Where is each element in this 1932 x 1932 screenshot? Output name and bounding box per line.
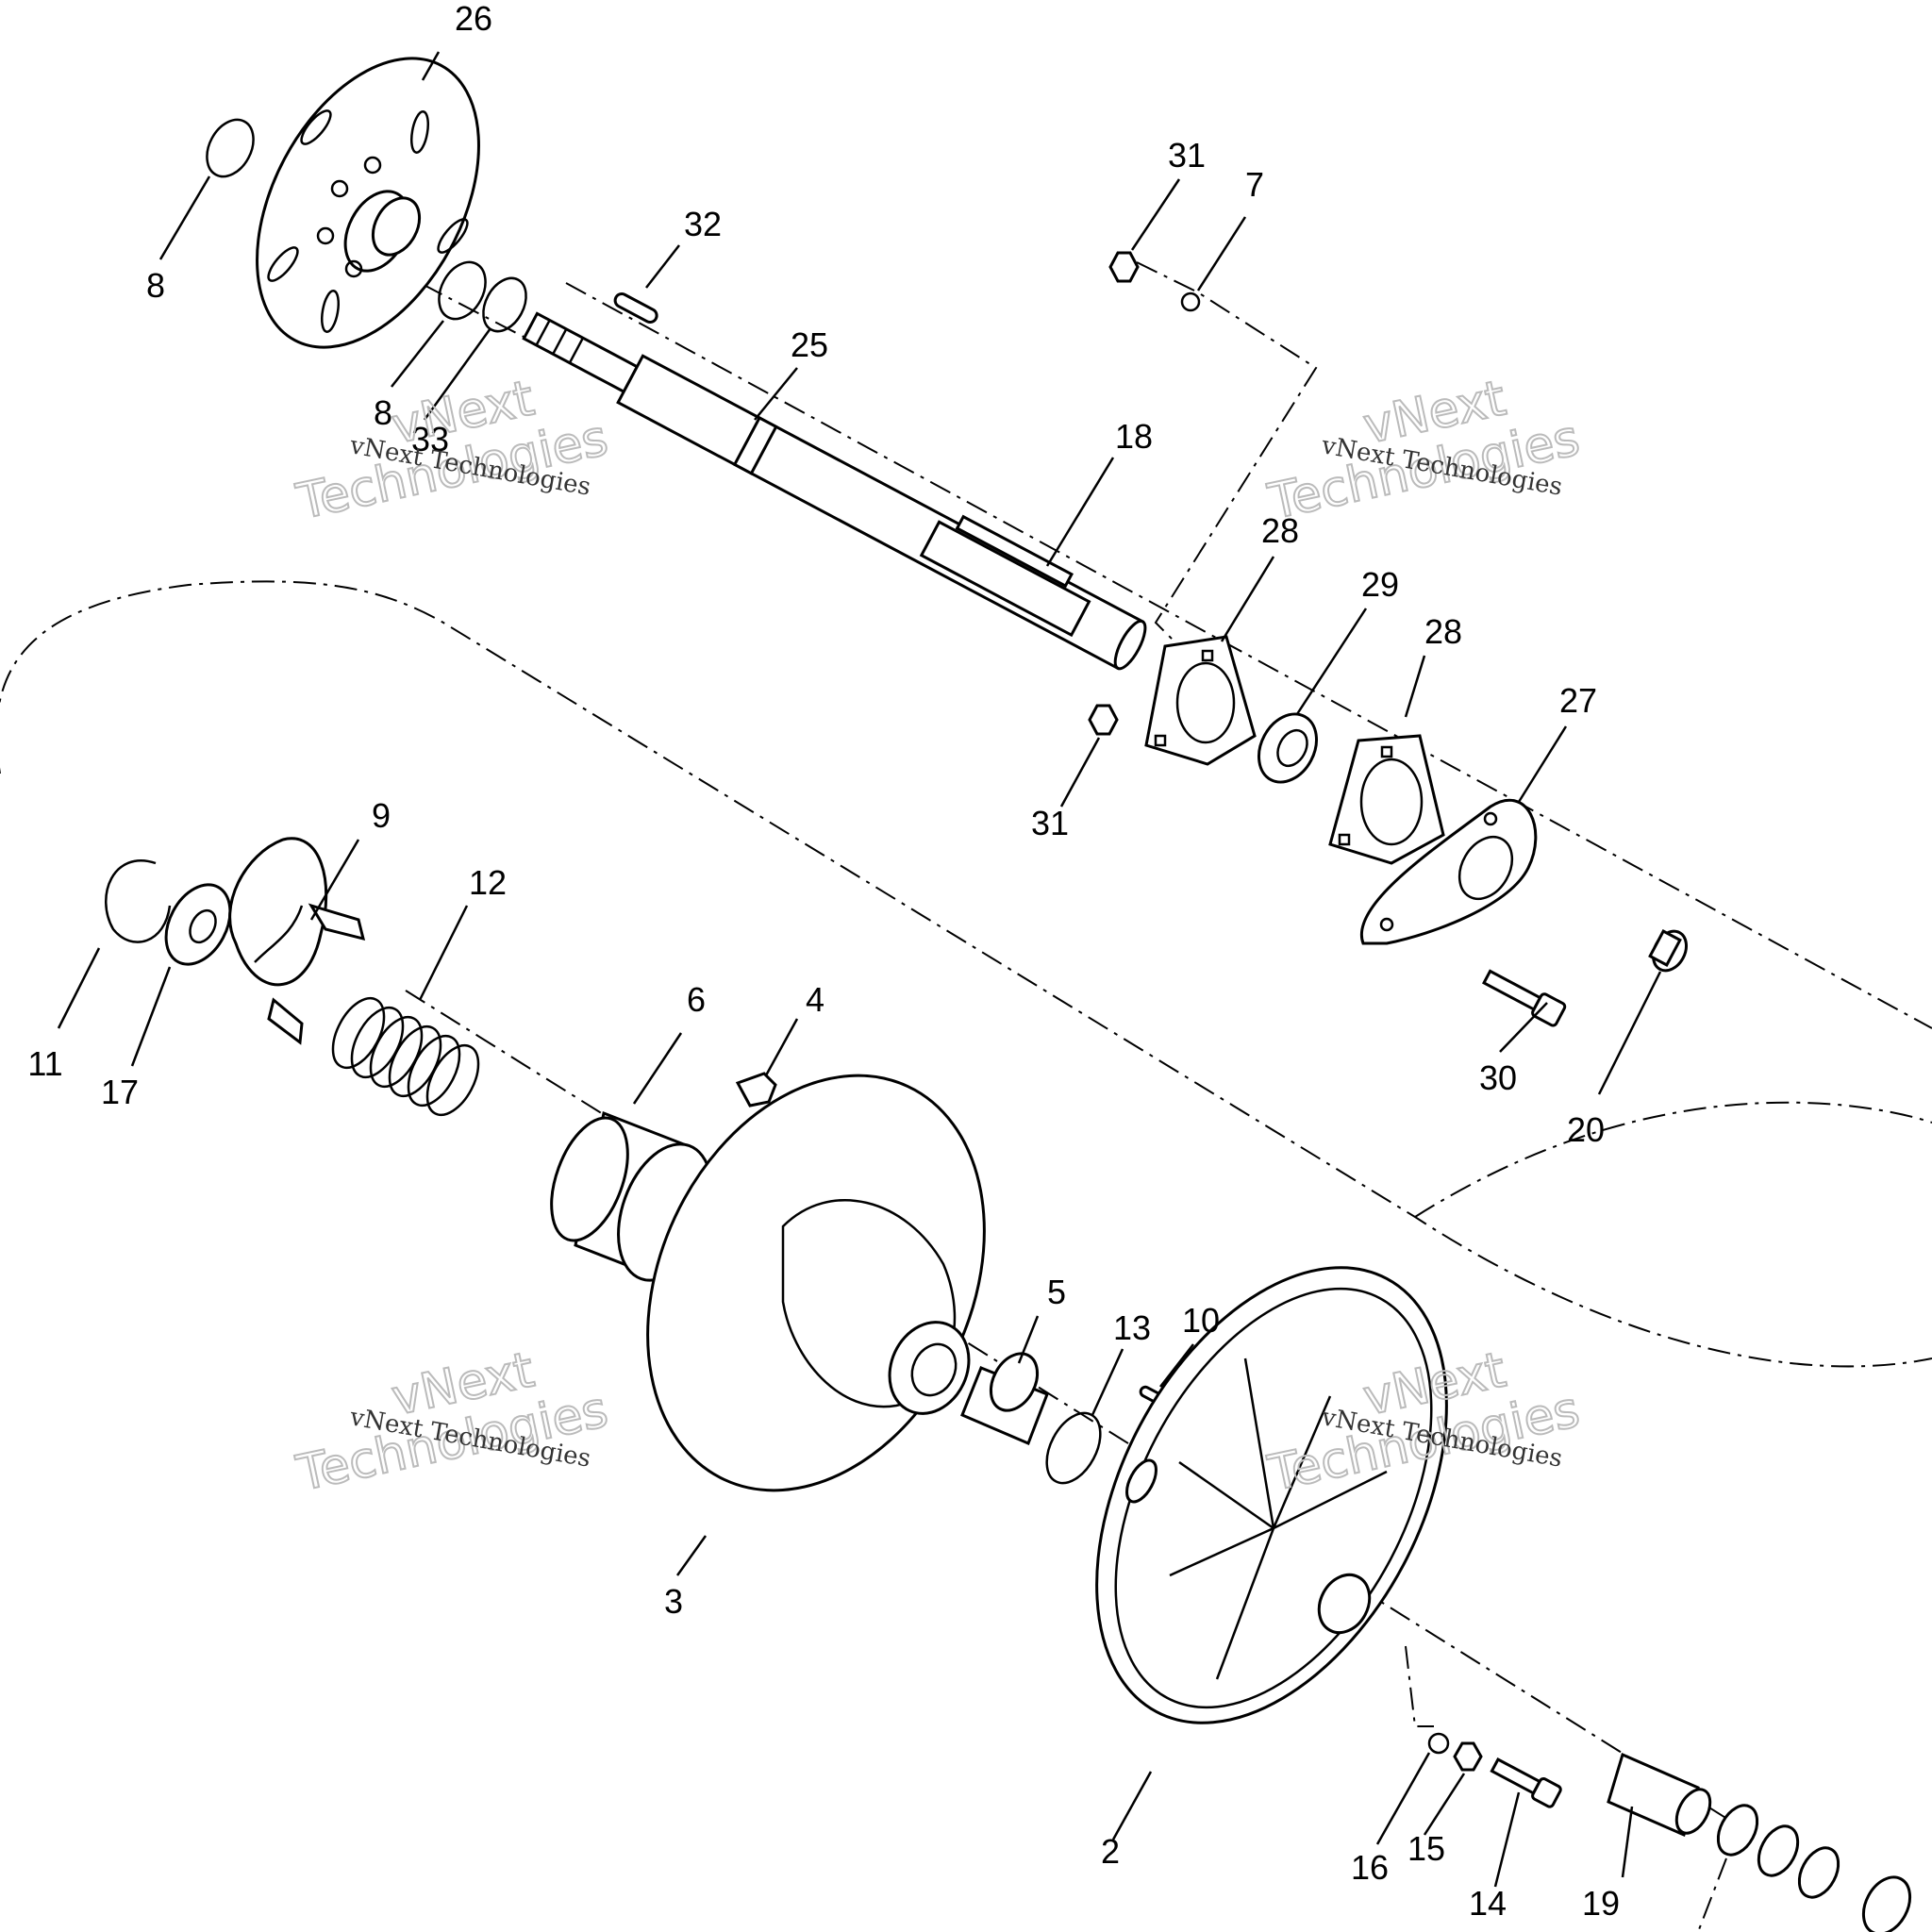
- part-13-ring: [1045, 1411, 1102, 1485]
- part-33-ring: [482, 276, 527, 333]
- assembly-lines: [0, 225, 1932, 1932]
- callout-18: 18: [1115, 417, 1153, 456]
- callout-6: 6: [687, 980, 706, 1019]
- callout-16: 16: [1351, 1848, 1389, 1887]
- part-14-bolt: [1490, 1757, 1562, 1808]
- part-17-washer: [164, 883, 232, 966]
- callout-28-bottom: 28: [1424, 612, 1462, 651]
- callout-2: 2: [1101, 1832, 1120, 1871]
- callout-26: 26: [455, 0, 492, 38]
- callout-14: 14: [1469, 1884, 1507, 1923]
- part-3-sliding-sheave: [646, 1074, 986, 1492]
- part-20-bushing: [1648, 929, 1689, 973]
- part-31-nut-top: [1108, 251, 1140, 283]
- callout-33: 33: [411, 420, 449, 458]
- callout-15: 15: [1407, 1829, 1445, 1868]
- watermark-top-right: vNext Technologies vNext Technologies: [1262, 369, 1585, 531]
- part-5-bushing: [960, 1352, 1049, 1445]
- part-8-o-ring: [438, 260, 487, 321]
- part-8-o-ring-top: [206, 118, 255, 178]
- part-27-plate: [1359, 798, 1538, 945]
- part-4-clip: [735, 1072, 777, 1108]
- callout-labels: 26 8 8 33 32 25 18 31 7 28 29 28 27 31 3…: [27, 0, 1620, 1923]
- part-30-bolt: [1482, 969, 1567, 1027]
- watermark-bottom-left: vNext Technologies vNext Technologies: [291, 1341, 613, 1503]
- part-16-washer: [1427, 1732, 1450, 1755]
- callout-28-top: 28: [1261, 511, 1299, 550]
- callout-31-bottom: 31: [1031, 804, 1069, 842]
- callout-32: 32: [684, 205, 722, 243]
- callout-8: 8: [374, 393, 392, 432]
- part-25-shaft: [522, 311, 1147, 671]
- part-28-flange-top: [1144, 635, 1257, 766]
- callout-17: 17: [101, 1073, 139, 1111]
- part-26-drive-plate: [256, 57, 480, 349]
- callout-31-top: 31: [1168, 136, 1206, 175]
- callout-10: 10: [1182, 1301, 1220, 1340]
- callout-3: 3: [664, 1582, 683, 1621]
- part-32-pin: [613, 292, 658, 325]
- callout-30: 30: [1479, 1058, 1517, 1097]
- part-31-nut-bottom: [1088, 704, 1119, 736]
- callout-12: 12: [469, 863, 507, 902]
- callout-20: 20: [1567, 1110, 1605, 1149]
- part-29-bearing: [1257, 712, 1318, 784]
- part-9-ramp: [228, 837, 366, 1045]
- callout-19: 19: [1582, 1884, 1620, 1923]
- watermark-top-left: vNext Technologies vNext Technologies: [291, 369, 613, 531]
- callout-8-top: 8: [146, 266, 165, 305]
- callout-25: 25: [791, 325, 828, 364]
- washer-stack: [1716, 1804, 1912, 1932]
- part-28-flange-bottom: [1328, 734, 1445, 865]
- part-7-washer: [1180, 291, 1201, 312]
- callout-9: 9: [372, 796, 391, 835]
- leader-lines: [57, 51, 1662, 1888]
- part-2-fixed-sheave: [1095, 1266, 1448, 1724]
- callout-4: 4: [806, 980, 824, 1019]
- callout-13: 13: [1113, 1308, 1151, 1347]
- callout-5: 5: [1047, 1273, 1066, 1311]
- part-12-spring: [331, 996, 480, 1117]
- callout-27: 27: [1559, 681, 1597, 720]
- callout-11: 11: [27, 1044, 62, 1083]
- part-11-circlip: [105, 859, 172, 943]
- callout-7: 7: [1245, 165, 1264, 204]
- part-19-spacer: [1607, 1752, 1712, 1838]
- callout-29: 29: [1361, 565, 1399, 604]
- part-15-nut: [1453, 1741, 1483, 1772]
